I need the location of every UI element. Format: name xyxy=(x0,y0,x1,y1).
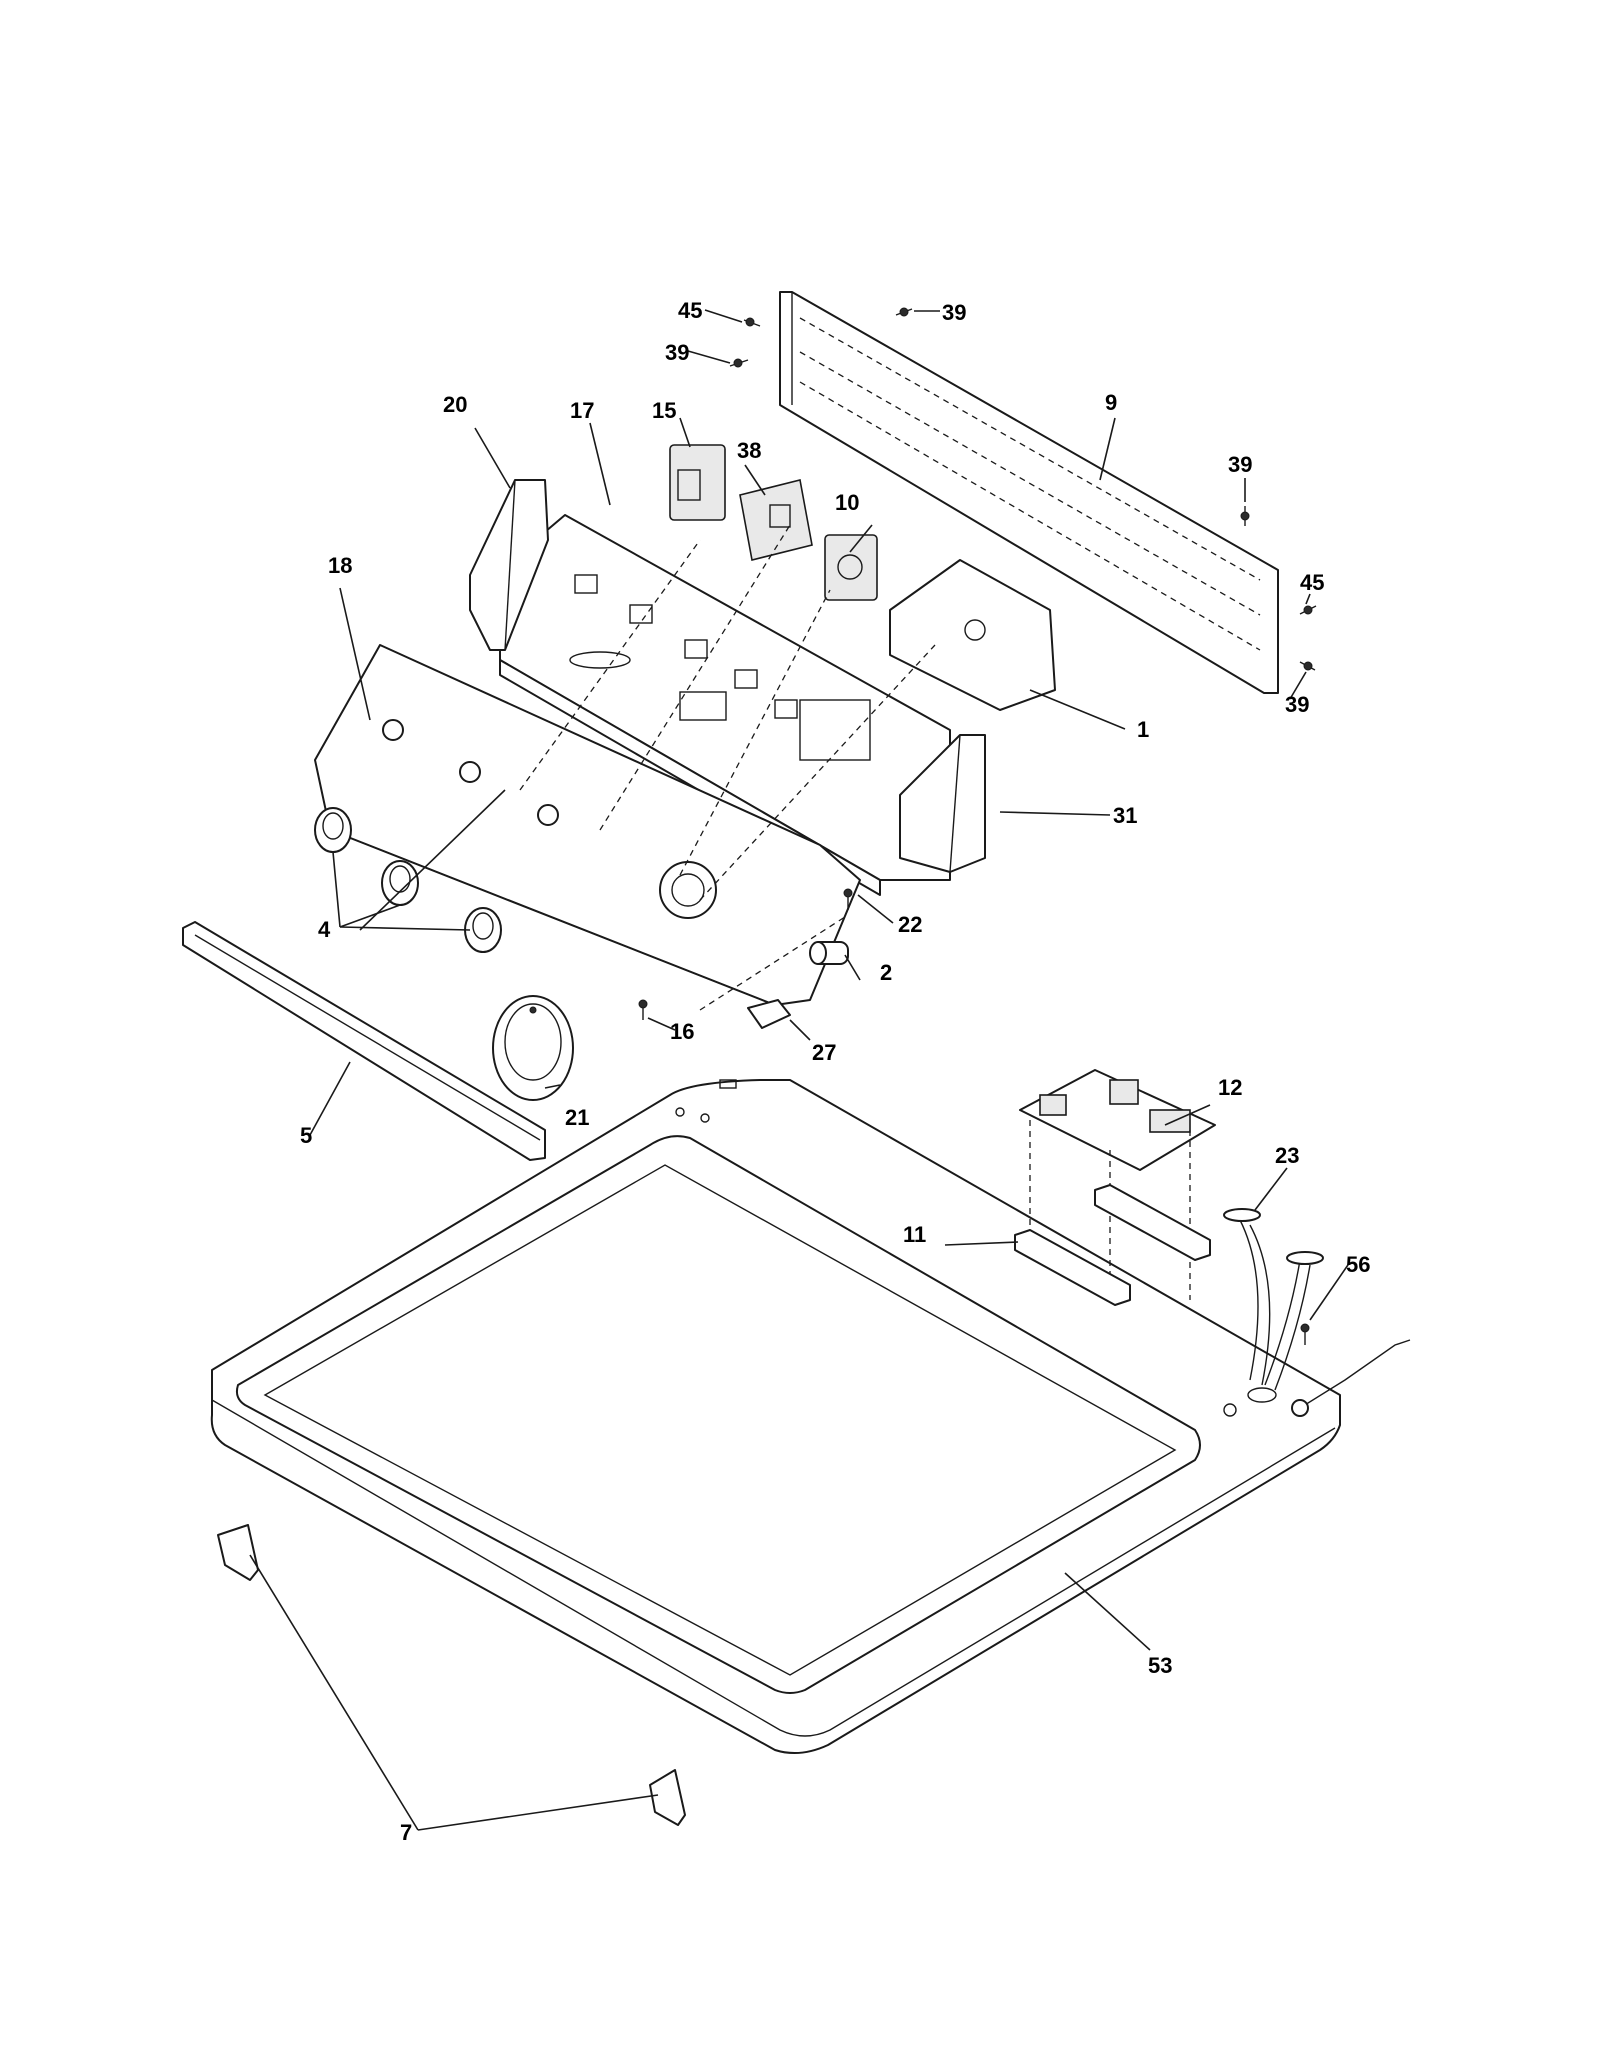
callout-11: 11 xyxy=(903,1222,926,1247)
screw-39-top-right xyxy=(895,307,913,317)
leader-lines xyxy=(249,309,1351,1831)
knob-4-c xyxy=(464,907,502,953)
rear-panel xyxy=(779,291,1279,694)
knob-4-a xyxy=(314,807,352,853)
switch-15 xyxy=(669,444,726,521)
foot-7-left xyxy=(217,1524,259,1581)
wire-harness xyxy=(1223,1208,1324,1403)
switch-38 xyxy=(739,479,813,561)
bracket-1 xyxy=(889,559,1056,711)
callout-39-left: 39 xyxy=(665,340,689,365)
callout-39-right-lower: 39 xyxy=(1285,692,1309,717)
screw-45-top xyxy=(743,317,761,327)
bracket-11-rear xyxy=(1094,1184,1211,1261)
callout-17: 17 xyxy=(570,398,594,423)
screw-39-right-lower xyxy=(1299,661,1316,671)
callout-18: 18 xyxy=(328,553,352,578)
screw-39-right-upper xyxy=(1240,506,1250,526)
cylinder-2 xyxy=(809,941,849,965)
control-board xyxy=(1019,1069,1216,1300)
screw-45-right xyxy=(1299,605,1317,615)
trim-strip xyxy=(182,921,546,1161)
callout-7: 7 xyxy=(400,1820,412,1845)
callout-21: 21 xyxy=(565,1105,589,1130)
screw-16 xyxy=(638,999,648,1020)
callout-5: 5 xyxy=(300,1123,312,1148)
bracket-11-front xyxy=(1014,1229,1131,1306)
callout-53: 53 xyxy=(1148,1653,1172,1678)
foot-7-right xyxy=(649,1769,686,1826)
callout-31: 31 xyxy=(1113,803,1137,828)
screw-22 xyxy=(843,888,853,910)
callout-23: 23 xyxy=(1275,1143,1299,1168)
callout-39-right-upper: 39 xyxy=(1228,452,1252,477)
callout-10: 10 xyxy=(835,490,859,515)
callout-22: 22 xyxy=(898,912,922,937)
clip-27 xyxy=(747,999,791,1029)
callout-15: 15 xyxy=(652,398,676,423)
timer-knob xyxy=(492,995,574,1101)
callout-45-right: 45 xyxy=(1300,570,1324,595)
left-end-cap xyxy=(469,479,549,651)
callout-2: 2 xyxy=(880,960,892,985)
right-end-cap xyxy=(899,734,986,873)
callout-39-top: 39 xyxy=(942,300,966,325)
callout-27: 27 xyxy=(812,1040,836,1065)
callout-38: 38 xyxy=(737,438,761,463)
switch-10 xyxy=(824,534,878,601)
callout-labels: 1 2 4 5 7 9 10 11 12 15 16 17 18 20 21 2… xyxy=(300,298,1370,1845)
callout-56: 56 xyxy=(1346,1252,1370,1277)
callout-9: 9 xyxy=(1105,390,1117,415)
callout-4: 4 xyxy=(318,917,331,942)
callout-45-top: 45 xyxy=(678,298,702,323)
callout-16: 16 xyxy=(670,1019,694,1044)
console-panel xyxy=(314,644,861,1006)
ground-wire xyxy=(1291,1323,1411,1417)
knob-4-b xyxy=(381,860,419,906)
screw-39-left xyxy=(729,358,749,368)
callout-1: 1 xyxy=(1137,717,1149,742)
callout-20: 20 xyxy=(443,392,467,417)
callout-12: 12 xyxy=(1218,1075,1242,1100)
